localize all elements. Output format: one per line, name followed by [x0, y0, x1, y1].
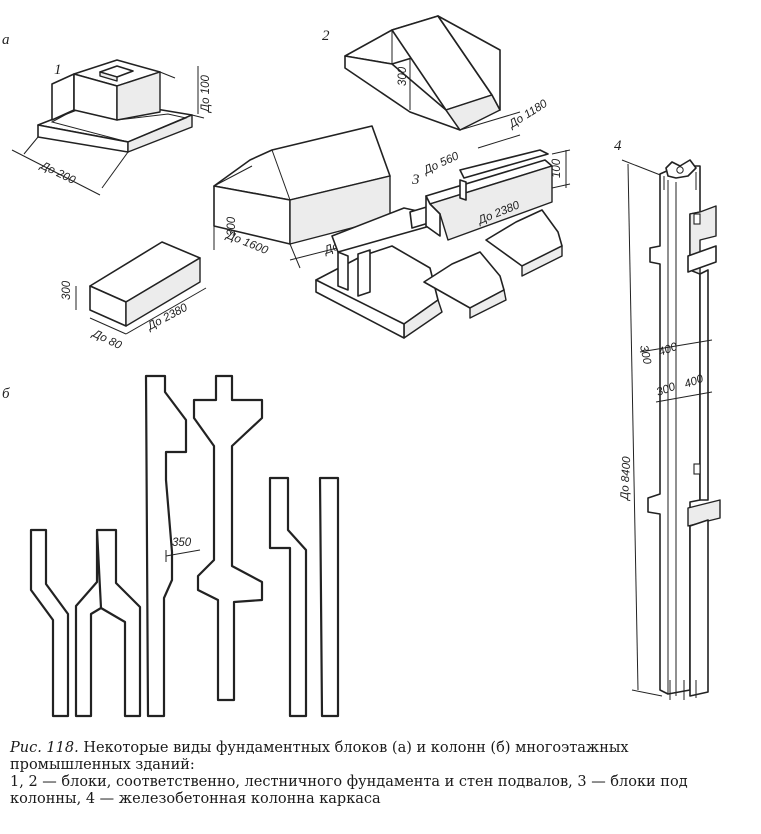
wall-block-small — [75, 241, 207, 335]
item-label-2: 2 — [322, 28, 330, 44]
item-label-3: 3 — [411, 172, 420, 188]
dim-350: 350 — [172, 537, 192, 549]
item-label-1: 1 — [54, 62, 62, 78]
dim-do8400: До 8400 — [619, 456, 633, 502]
block-1-stepped-foundation — [11, 59, 205, 196]
dim-do200: До 200 — [37, 159, 78, 187]
dim-100-block3: 100 — [551, 158, 563, 178]
dim-col-300-upper: 300 — [637, 344, 653, 366]
dim-do560: До 560 — [420, 150, 461, 178]
block-3-column-blocks — [315, 149, 571, 339]
caption-line-2: 1, 2 — блоки, соответственно, лестничног… — [10, 774, 688, 807]
caption-text-1: Некоторые виды фундаментных блоков (а) и… — [10, 740, 629, 773]
caption-title: Рис. 118. — [10, 740, 79, 756]
panel-label-a: а — [2, 32, 10, 48]
dim-do100: До 100 — [200, 75, 212, 114]
dim-300-small: 300 — [61, 280, 73, 300]
dim-300-block2: 300 — [397, 66, 409, 86]
column-profiles — [29, 374, 340, 718]
block-2-stair-block — [344, 15, 521, 149]
dim-300-mid: 300 — [226, 216, 238, 236]
figure-118: а б 1 До 100 До 200 2 300 До 1180 — [2, 15, 721, 718]
column-4-frame-column — [621, 159, 721, 700]
figure-caption: Рис. 118. Некоторые виды фундаментных бл… — [10, 740, 752, 808]
caption-line-1: Рис. 118. Некоторые виды фундаментных бл… — [10, 740, 752, 774]
item-label-4: 4 — [614, 138, 622, 154]
panel-label-b: б — [2, 386, 10, 402]
